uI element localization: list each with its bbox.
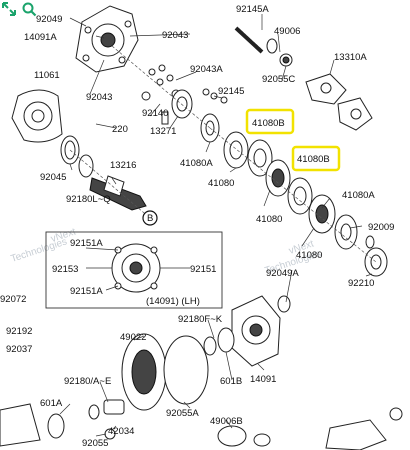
label-92037[interactable]: 92037 (6, 344, 32, 355)
oil-seal-92045 (60, 135, 94, 178)
label-92180L-Q[interactable]: 92180L~Q (66, 194, 111, 205)
label-92043-top[interactable]: 92043 (162, 30, 188, 41)
label-92055[interactable]: 92055 (82, 438, 108, 449)
watermark-line2: Technologies (10, 236, 69, 265)
label-92153[interactable]: 92153 (52, 264, 78, 275)
label-41080-2[interactable]: 41080 (256, 214, 282, 225)
lh-assembly-box (45, 231, 223, 309)
label-92145A[interactable]: 92145A (236, 4, 269, 15)
label-49022[interactable]: 49022 (120, 332, 146, 343)
leader-lines (59, 14, 373, 437)
callout-b-circle (142, 210, 158, 226)
label-92049A[interactable]: 92049A (266, 268, 299, 279)
label-41080B-lower[interactable]: 41080B (297, 154, 330, 165)
label-13216[interactable]: 13216 (110, 160, 136, 171)
label-92045[interactable]: 92045 (40, 172, 66, 183)
label-601B[interactable]: 601B (220, 376, 242, 387)
small-bearings-cluster (141, 64, 228, 125)
label-92180F-K[interactable]: 92180F~K (178, 314, 223, 325)
lower-right-parts (217, 407, 403, 450)
differential-housing-14091 (203, 295, 291, 367)
label-42034[interactable]: 42034 (108, 426, 134, 437)
label-14091[interactable]: 14091 (250, 374, 276, 385)
label-92192[interactable]: 92192 (6, 326, 32, 337)
label-92140[interactable]: 92140 (142, 108, 168, 119)
label-41080A-mid[interactable]: 41080A (342, 190, 375, 201)
label-92049[interactable]: 92049 (36, 14, 62, 25)
label-92210[interactable]: 92210 (348, 278, 374, 289)
ring-gear-49022 (121, 333, 209, 411)
label-92055A[interactable]: 92055A (166, 408, 199, 419)
label-13271[interactable]: 13271 (150, 126, 176, 137)
label-14091A[interactable]: 14091A (24, 32, 57, 43)
clutch-pack-lower (308, 194, 388, 277)
label-92043-mid[interactable]: 92043 (86, 92, 112, 103)
zoom-icon[interactable] (20, 0, 38, 20)
label-220[interactable]: 220 (112, 124, 128, 135)
label-92151[interactable]: 92151 (190, 264, 216, 275)
highlight-box-41080B-upper (245, 108, 295, 135)
label-41080A-top[interactable]: 41080A (180, 158, 213, 169)
label-92072[interactable]: 92072 (0, 294, 26, 305)
label-callout-b[interactable]: B (147, 213, 153, 224)
label-49006[interactable]: 49006 (274, 26, 300, 37)
universal-joint-13310A (305, 73, 373, 131)
clutch-pack-upper (200, 113, 313, 215)
label-92145[interactable]: 92145 (218, 86, 244, 97)
label-601A[interactable]: 601A (40, 398, 63, 409)
label-92151A-top[interactable]: 92151A (70, 238, 103, 249)
label-41080B-upper[interactable]: 41080B (252, 118, 285, 129)
label-92180-A-E[interactable]: 92180/A~E (64, 376, 111, 387)
part-labels: 92049 92145A 14091A 92043 49006 13310A 9… (0, 4, 394, 449)
label-92151A-bottom[interactable]: 92151A (70, 286, 103, 297)
guide-line-1 (111, 45, 211, 129)
diagram-toolbar (0, 0, 38, 22)
label-13310A[interactable]: 13310A (334, 52, 367, 63)
label-92043A[interactable]: 92043A (190, 64, 223, 75)
gear-case-cover (75, 5, 139, 73)
label-41080-3[interactable]: 41080 (296, 250, 322, 261)
label-92009[interactable]: 92009 (368, 222, 394, 233)
label-49006B[interactable]: 49006B (210, 416, 243, 427)
label-11061[interactable]: 11061 (34, 70, 60, 81)
drive-shaft-92145A (234, 25, 293, 67)
lower-left-parts (0, 399, 125, 447)
highlight-box-41080B-lower (291, 145, 341, 172)
label-assembly-14091-lh[interactable]: (14091) (LH) (146, 296, 200, 307)
label-41080-1[interactable]: 41080 (208, 178, 234, 189)
pinion-shaft-13216 (89, 175, 157, 225)
guide-line-3 (69, 149, 151, 219)
housing-cover-11061 (11, 89, 63, 143)
guide-line-2 (209, 127, 377, 263)
expand-icon[interactable] (0, 0, 18, 20)
label-92055C[interactable]: 92055C (262, 74, 295, 85)
